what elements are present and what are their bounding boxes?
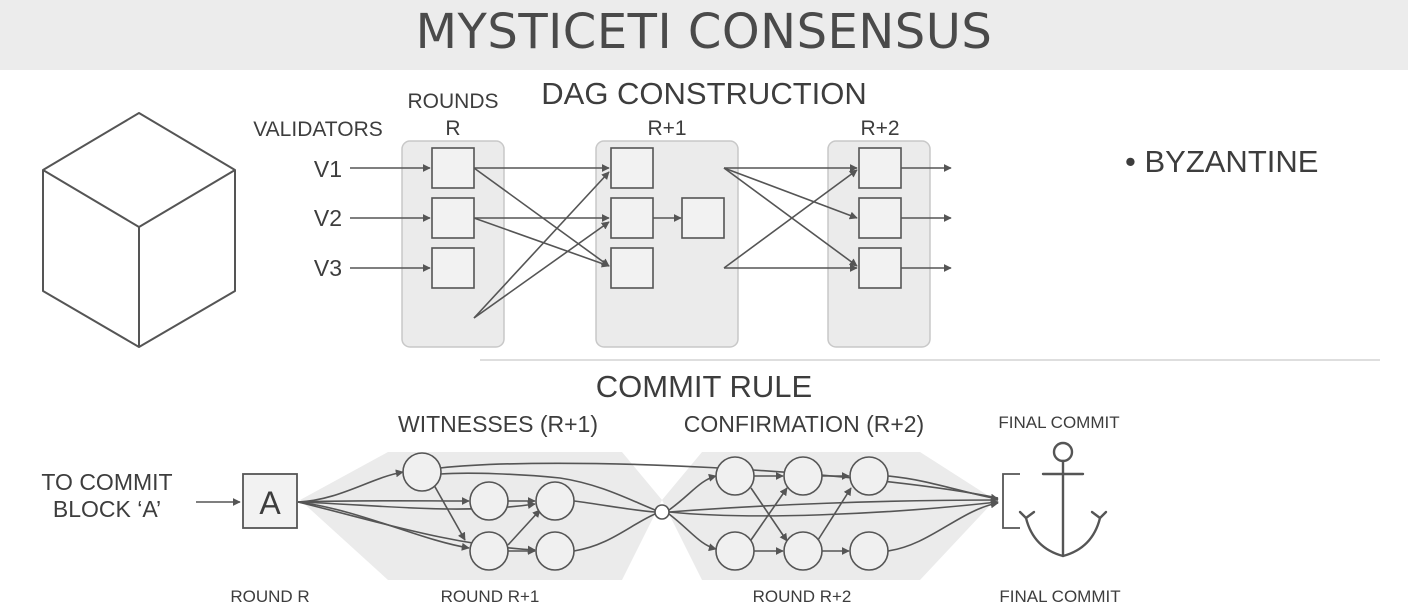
block-r2-v3 [858, 247, 902, 289]
edge-r1-v1-r2-v3 [723, 167, 858, 267]
edge-c6-final [887, 500, 999, 552]
validator-v1: V1 [314, 156, 342, 182]
dag-edges [350, 164, 952, 319]
edge-r1-v1-r2-v2 [723, 167, 858, 220]
witness-node-2 [469, 481, 509, 521]
round-panel-r [401, 140, 505, 348]
confirmation-label: CONFIRMATION (R+2) [684, 411, 924, 437]
confirmation-region [662, 452, 995, 580]
edge-c4-c2 [750, 487, 788, 541]
confirm-node-3 [849, 456, 889, 496]
witness-nodes [402, 452, 575, 571]
edge-w1-final [439, 462, 999, 499]
commit-heading: COMMIT RULE [596, 369, 812, 404]
edge-hub-c1 [668, 473, 717, 511]
block-r-v3 [431, 247, 475, 289]
edge-r-v2-r1-v3 [473, 217, 610, 268]
block-r2-v1 [858, 147, 902, 189]
edge-c5-c3 [817, 487, 852, 541]
validator-v2: V2 [314, 205, 342, 231]
confirmation-nodes [715, 456, 889, 571]
bottom-label-final-commit: FINAL COMMIT [999, 587, 1120, 606]
byzantine-note: • BYZANTINE [1125, 144, 1318, 179]
witness-node-1 [402, 452, 442, 492]
bottom-label-round-r: ROUND R [230, 587, 309, 606]
block-r-v1 [431, 147, 475, 189]
edge-w5-hub [573, 513, 656, 552]
edge-r-v1-r1-v3 [473, 167, 610, 267]
confirm-node-1 [715, 456, 755, 496]
block-r1-v3 [610, 247, 654, 289]
bottom-label-round-r2: ROUND R+2 [753, 587, 852, 606]
round-label-r: R [445, 117, 460, 140]
witness-node-3 [469, 531, 509, 571]
block-r1-v2 [610, 197, 654, 239]
dag-heading: DAG CONSTRUCTION [541, 76, 867, 111]
edge-w3-w4 [507, 509, 541, 546]
title-banner [0, 0, 1408, 70]
edge-r-low-r1-v1 [473, 171, 610, 319]
round-label-r1: R+1 [647, 117, 686, 140]
final-commit-bracket [1002, 473, 1020, 529]
edge-hub-final-2 [668, 499, 999, 513]
witness-node-4 [535, 481, 575, 521]
edge-w1-w3 [429, 477, 466, 541]
rounds-label: ROUNDS [407, 90, 498, 113]
edge-a-w2 [297, 496, 470, 505]
edge-w4-hub [573, 500, 656, 513]
dag-blocks [431, 147, 902, 289]
edge-r-low-r1-v2 [473, 221, 610, 319]
confirm-node-5 [783, 531, 823, 571]
final-commit-top: FINAL COMMIT [998, 413, 1119, 432]
round-panel-r1 [595, 140, 739, 348]
hub-node [654, 504, 670, 520]
edge-a-w1 [297, 469, 404, 503]
edge-c3-final [887, 475, 999, 502]
bottom-label-round-r1: ROUND R+1 [441, 587, 540, 606]
block-r1-extra [681, 197, 725, 239]
round-label-r2: R+2 [860, 117, 899, 140]
block-a [242, 473, 298, 529]
page-title: MYSTICETI CONSENSUS [415, 4, 993, 60]
block-a-letter: A [259, 485, 281, 521]
edge-w1-hub [439, 472, 656, 511]
block-r-v2 [431, 197, 475, 239]
block-r1-v1 [610, 147, 654, 189]
edge-hub-final [668, 498, 999, 517]
confirm-node-4 [715, 531, 755, 571]
witnesses-label: WITNESSES (R+1) [398, 411, 598, 437]
block-caption-line2: BLOCK ‘A’ [53, 496, 161, 522]
edge-hub-c4 [668, 513, 717, 552]
validator-v3: V3 [314, 255, 342, 281]
block-r2-v2 [858, 197, 902, 239]
confirm-node-6 [849, 531, 889, 571]
anchor-icon [1018, 441, 1108, 558]
cube-icon [42, 112, 236, 348]
confirm-node-2 [783, 456, 823, 496]
block-caption-line1: TO COMMIT [41, 469, 172, 495]
edge-r1-v3-r2-v1 [723, 169, 858, 269]
witness-node-5 [535, 531, 575, 571]
validators-label: VALIDATORS [253, 118, 383, 141]
